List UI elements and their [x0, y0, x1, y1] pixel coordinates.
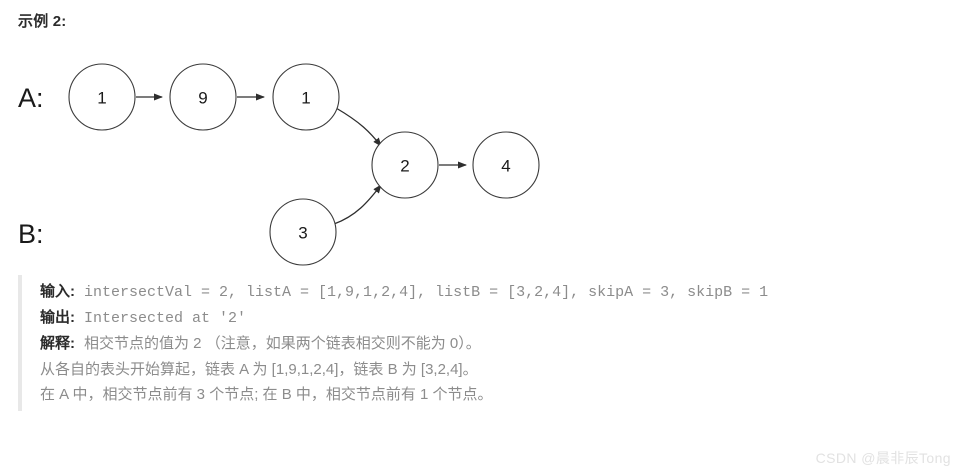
page-title: 示例 2: — [18, 13, 67, 30]
input-line: 输入: intersectVal = 2, listA = [1,9,1,2,4… — [40, 279, 948, 305]
edge-b0-shared — [333, 184, 382, 225]
node-b0-value: 3 — [298, 224, 307, 243]
explanation-label: 解释: — [40, 335, 75, 352]
output-value: Intersected at '2' — [84, 310, 247, 327]
node-a2-value: 1 — [301, 89, 310, 108]
node-shared-2-value: 2 — [400, 157, 409, 176]
node-a1: 9 — [169, 63, 237, 131]
output-line: 输出: Intersected at '2' — [40, 305, 948, 331]
csdn-watermark: CSDN @晨非辰Tong — [815, 450, 951, 466]
node-b0: 3 — [269, 198, 337, 266]
input-label: 输入: — [40, 283, 75, 300]
explanation-text-1: 相交节点的值为 2 （注意，如果两个链表相交则不能为 0）。 — [84, 335, 481, 352]
linked-list-diagram: A: B: 1 9 1 2 4 3 — [0, 52, 600, 267]
node-shared-2: 2 — [371, 131, 439, 199]
list-a-label: A: — [18, 83, 44, 113]
node-a1-value: 9 — [198, 89, 207, 108]
input-value: intersectVal = 2, listA = [1,9,1,2,4], l… — [84, 284, 769, 301]
node-a2: 1 — [272, 63, 340, 131]
node-a0: 1 — [68, 63, 136, 131]
explanation-line-1: 解释: 相交节点的值为 2 （注意，如果两个链表相交则不能为 0）。 — [40, 331, 948, 357]
edge-a2-shared — [335, 107, 382, 147]
explanation-line-2: 从各自的表头开始算起，链表 A 为 [1,9,1,2,4]，链表 B 为 [3,… — [40, 361, 478, 378]
example-quote-block: 输入: intersectVal = 2, listA = [1,9,1,2,4… — [18, 275, 948, 411]
explanation-line-3: 在 A 中，相交节点前有 3 个节点; 在 B 中，相交节点前有 1 个节点。 — [40, 386, 493, 403]
node-a0-value: 1 — [97, 89, 106, 108]
output-label: 输出: — [40, 309, 75, 326]
list-b-label: B: — [18, 219, 44, 249]
node-shared-4-value: 4 — [501, 157, 510, 176]
node-shared-4: 4 — [472, 131, 540, 199]
